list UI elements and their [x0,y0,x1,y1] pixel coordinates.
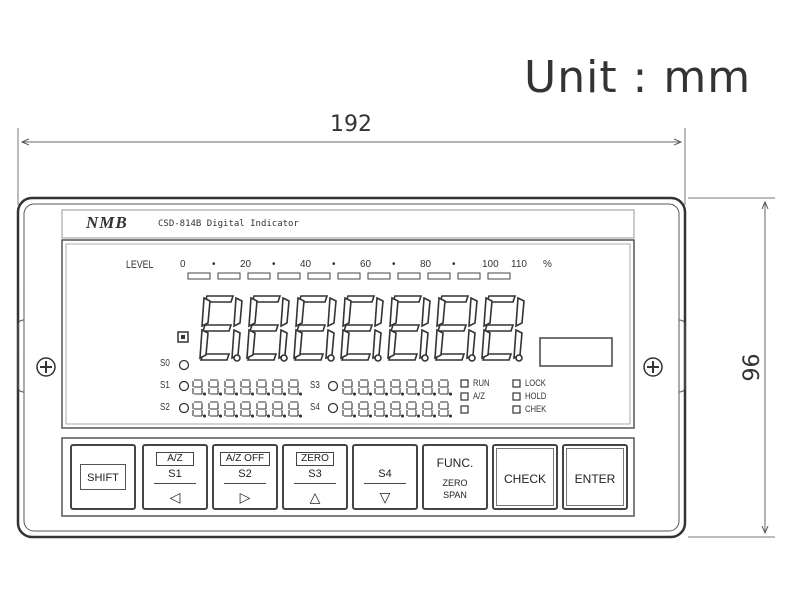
s2-label: S2 [160,402,170,413]
level-tick: • [332,259,336,270]
setpoint-digit [240,379,255,396]
func-key-span-label: SPAN [443,490,467,500]
up-arrow-icon: △ [309,489,321,505]
width-dimension-line [17,128,686,205]
s2-key[interactable]: A/Z OFF S2 ▷ [212,444,278,510]
level-tick: 20 [240,259,252,270]
enter-key-label: ENTER [574,472,616,486]
unit-label: Unit : mm [524,52,752,103]
down-arrow-icon: ▽ [379,489,391,505]
level-tick: 110 [511,259,527,270]
check-key[interactable]: CHECK [492,444,558,510]
hold-label: HOLD [525,391,547,401]
digit-7 [481,295,525,362]
setpoint-digit [192,379,207,396]
digit-2 [246,295,290,362]
setpoint-digit [256,379,271,396]
s3-key[interactable]: ZERO S3 △ [282,444,348,510]
right-screw-icon [643,357,663,377]
chek-label: CHEK [525,404,547,414]
s4-key[interactable]: S4 ▽ [352,444,418,510]
setpoint-digit [288,379,303,396]
setpoint-digit [422,379,437,396]
model-text: CSD-814B Digital Indicator [158,219,299,229]
level-tick: • [452,259,456,270]
digit-3 [293,295,337,362]
setpoint-digit [272,379,287,396]
func-key[interactable]: FUNC. ZERO SPAN [422,444,488,510]
height-dimension-line [688,197,775,538]
enter-key[interactable]: ENTER [562,444,628,510]
setpoint-digit [374,401,389,418]
setpoint-digit [422,401,437,418]
setpoint-digit [224,379,239,396]
lock-label: LOCK [525,378,546,388]
s4-label: S4 [310,402,320,413]
s3-key-label: S3 [308,468,322,480]
check-key-label: CHECK [503,472,546,486]
width-dimension: 192 [330,112,372,137]
digit-6 [434,295,478,362]
setpoint-digit [240,401,255,418]
s1-label: S1 [160,380,170,391]
s1-key[interactable]: A/Z S1 ◁ [142,444,208,510]
setpoint-digit [358,401,373,418]
setpoint-digit [374,379,389,396]
run-label: RUN [473,378,490,388]
brand-logo: NMB [86,213,128,232]
setpoint-digit [288,401,303,418]
level-bar-graph [187,272,511,280]
setpoint-digit [192,401,207,418]
setpoint-digit [390,401,405,418]
setpoint-digit [390,379,405,396]
az-label: A/Z [473,391,485,401]
unit-window [539,337,613,367]
func-key-zero-label: ZERO [442,478,468,488]
status-squares [460,379,521,414]
s2-key-alt-label: A/Z OFF [220,452,270,466]
seven-segment-display [199,295,525,362]
s3-label: S3 [310,380,320,391]
level-tick: • [212,259,216,270]
level-tick: • [392,259,396,270]
setpoint-digit [342,379,357,396]
s1-key-alt-label: A/Z [156,452,194,466]
setpoint-digit [256,401,271,418]
digit-1 [199,295,243,362]
level-tick: 100 [482,259,499,270]
digit-4 [340,295,384,362]
setpoint-digit [272,401,287,418]
left-screw-icon [36,357,56,377]
shift-key[interactable]: SHIFT [70,444,136,510]
setpoint-digit [406,379,421,396]
level-tick: • [272,259,276,270]
s3-key-alt-label: ZERO [296,452,334,466]
setpoint-digit [406,401,421,418]
level-tick: % [543,259,552,270]
s4-key-label: S4 [378,468,392,480]
level-tick: 80 [420,259,432,270]
shift-key-label: SHIFT [87,472,119,484]
setpoint-digit [224,401,239,418]
level-tick: 60 [360,259,372,270]
digit-5 [387,295,431,362]
setpoint-digit [208,401,223,418]
setpoint-digit [208,379,223,396]
s1-key-label: S1 [168,468,182,480]
level-tick: 0 [180,259,186,270]
setpoint-digit [438,379,453,396]
s2-key-label: S2 [238,468,252,480]
s0-label: S0 [160,358,170,369]
left-arrow-icon: ◁ [169,489,181,505]
func-key-label: FUNC. [436,456,474,470]
setpoint-digit [438,401,453,418]
setpoint-digit [358,379,373,396]
level-label: LEVEL [126,259,154,271]
setpoint-digit [342,401,357,418]
right-arrow-icon: ▷ [239,489,251,505]
level-tick: 40 [300,259,312,270]
